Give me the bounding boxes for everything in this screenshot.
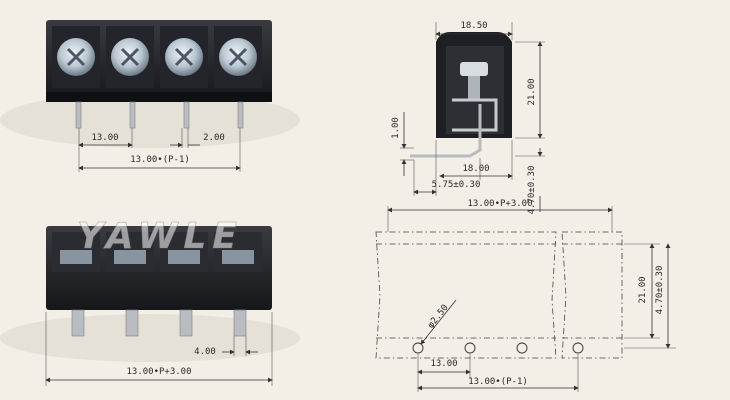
dim-pin-depth-label: 4.70±0.30 [527,166,537,215]
pin [129,101,136,129]
screw-side [60,250,92,264]
shadow [0,92,300,148]
dim-pin-len-label: 18.00 [462,164,489,174]
outline-right [561,231,623,359]
screw-icon [111,38,149,76]
dim-height-label: 21.00 [527,78,537,105]
dim-span-label: 13.00•(P-1) [468,377,528,387]
pin [237,101,244,129]
dim-hole-label: φ2.50 [426,303,451,331]
dim-pitch-label: 13.00 [430,359,457,369]
pin-hole [572,342,584,354]
screw-side [114,250,146,264]
rear-view: YAWLE 4.00 13.00•P+3.00 [0,216,300,386]
pin-hole [464,342,476,354]
dim-total-label: 13.00•P+3.00 [126,367,191,377]
dim-height-label: 21.00 [638,276,648,303]
screw-icon [57,38,95,76]
pin [183,101,190,129]
dim-pitch-label: 13.00 [91,133,118,143]
pin [125,309,139,337]
outline-left [375,231,557,359]
pin [233,309,247,337]
dim-total-label: 13.00•(P-1) [130,155,190,165]
dim-width-top-label: 18.50 [460,21,487,31]
dim-pin-tab-label: 1.00 [391,117,401,139]
pin [71,309,85,337]
pin [75,101,82,129]
watermark: YAWLE [77,216,243,257]
pin-hole [412,342,424,354]
screw-side [222,250,254,264]
dim-pin-offset-label: 5.75±0.30 [432,180,481,190]
pin-bend [410,104,482,158]
dim-pin-width-label: 4.00 [194,347,216,357]
side-view: 18.50 21.00 1.00 18.00 5.75±0.30 4.70±0.… [391,21,545,214]
pin [179,309,193,337]
pin-hole [516,342,528,354]
screw-head [460,62,488,76]
dim-pin-depth-label: 4.70±0.30 [655,266,665,315]
screw-icon [165,38,203,76]
dim-pin-width-label: 2.00 [203,133,225,143]
screw-side [168,250,200,264]
front-view: 13.00 2.00 13.00•(P-1) [0,20,300,172]
clamp [452,98,498,132]
footprint-view: 13.00•P+3.00 φ2.50 21.00 4.70±0.30 13.00… [375,199,676,392]
base-strip [46,92,272,102]
screw-icon [219,38,257,76]
dim-total-label: 13.00•P+3.00 [467,199,532,209]
